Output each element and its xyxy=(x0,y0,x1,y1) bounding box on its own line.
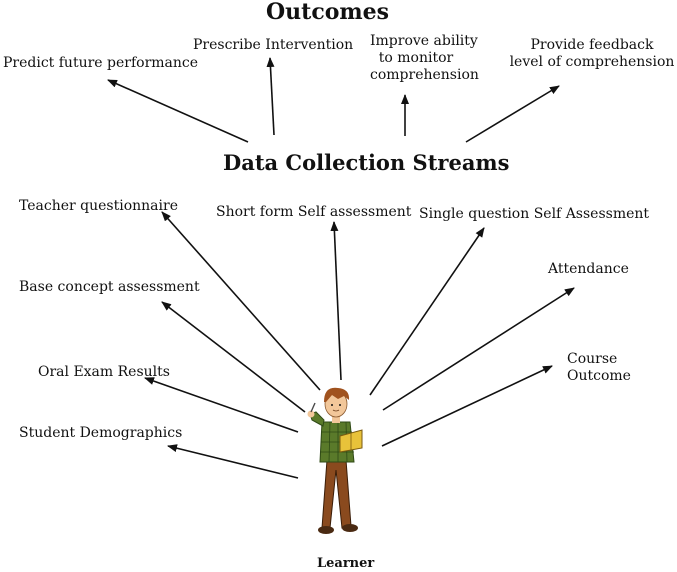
outcome-feedback-label: Provide feedback level of comprehension xyxy=(507,37,677,71)
stream-course-outcome-line-2: Outcome xyxy=(567,368,631,384)
arrow-to-feedback xyxy=(465,85,560,143)
arrow-attendance xyxy=(382,287,575,411)
arrow-short-form xyxy=(330,221,342,381)
outcome-arrows xyxy=(107,57,560,143)
outcome-predict-label: Predict future performance xyxy=(3,55,199,71)
stream-single-question-label: Single question Self Assessment xyxy=(419,206,650,222)
arrow-base-concept xyxy=(161,301,306,413)
outcome-feedback-line-1: Provide feedback xyxy=(530,37,654,53)
arrow-to-predict xyxy=(107,79,249,143)
outcome-prescribe-label: Prescribe Intervention xyxy=(193,37,354,53)
arrow-teacher-questionnaire xyxy=(161,211,321,391)
learner-figure-icon xyxy=(307,387,363,534)
arrow-single-question xyxy=(369,227,485,396)
stream-base-concept-label: Base concept assessment xyxy=(19,279,200,295)
stream-arrows xyxy=(144,211,575,479)
outcome-improve-line-1: Improve ability xyxy=(370,33,478,49)
stream-oral-exam-label: Oral Exam Results xyxy=(38,364,170,380)
arrow-course-outcome xyxy=(381,365,553,447)
outcomes-heading: Outcomes xyxy=(266,0,390,25)
stream-attendance-label: Attendance xyxy=(548,261,629,277)
stream-course-outcome-label: Course Outcome xyxy=(567,351,631,385)
outcome-feedback-line-2: level of comprehension xyxy=(509,54,675,70)
stream-course-outcome-line-1: Course xyxy=(567,351,618,367)
data-collection-streams-heading: Data Collection Streams xyxy=(223,150,510,175)
stream-demographics-label: Student Demographics xyxy=(19,425,183,441)
arrow-oral-exam xyxy=(144,377,299,433)
stream-teacher-questionnaire-label: Teacher questionnaire xyxy=(19,198,178,214)
outcome-improve-line-3: comprehension xyxy=(370,67,479,83)
arrow-to-prescribe xyxy=(266,57,275,136)
arrow-demographics xyxy=(167,444,299,479)
stream-short-form-label: Short form Self assessment xyxy=(216,204,412,220)
outcome-improve-label: Improve ability to monitor comprehension xyxy=(370,33,479,84)
learner-label: Learner xyxy=(317,556,375,571)
outcome-improve-line-2: to monitor xyxy=(378,50,454,66)
